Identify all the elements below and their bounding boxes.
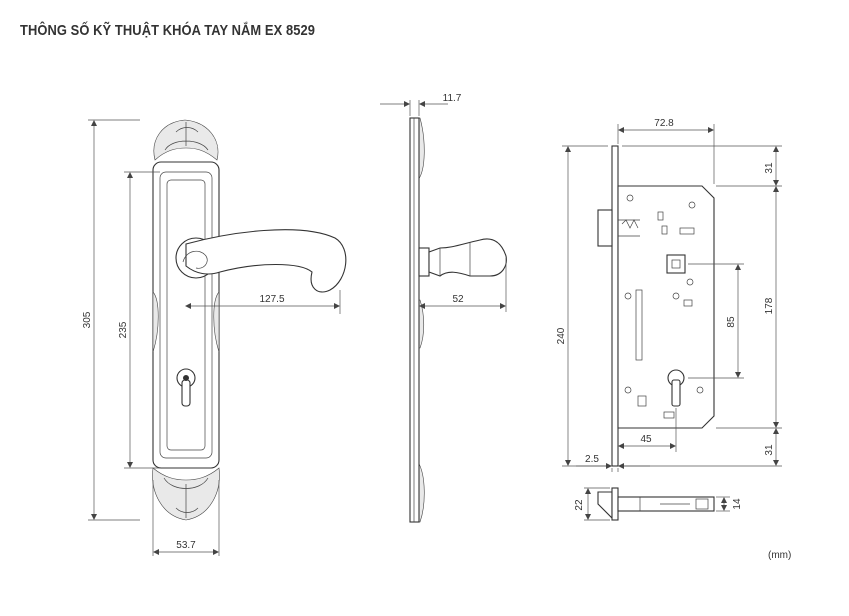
dim-faceplate-thickness: 2.5 — [585, 454, 599, 465]
bottom-view: 22 14 — [574, 487, 743, 521]
dim-cylinder-offset: 45 — [640, 434, 652, 445]
dim-backset-width: 72.8 — [654, 118, 674, 129]
dim-bottom-margin: 31 — [764, 444, 775, 456]
dim-handle-length: 127.5 — [259, 294, 284, 305]
unit-note: (mm) — [768, 550, 791, 561]
dim-handle-projection: 52 — [452, 294, 464, 305]
dim-body-thickness: 14 — [732, 498, 743, 510]
dim-top-margin: 31 — [764, 162, 775, 174]
dim-lock-height-total: 240 — [556, 327, 567, 344]
dim-plate-width: 53.7 — [176, 540, 196, 551]
front-view: 305 235 127.5 53.7 — [82, 119, 347, 556]
dim-height-total: 305 — [82, 311, 93, 328]
dim-center-distance: 85 — [726, 316, 737, 328]
dim-lock-height-inner: 178 — [764, 297, 775, 314]
dim-hole-spacing: 235 — [118, 321, 129, 338]
side-view: 11.7 52 — [380, 93, 507, 523]
dim-latch-height: 22 — [574, 499, 585, 511]
lock-body-view: 72.8 240 31 178 31 85 45 2.5 — [556, 118, 782, 472]
dim-plate-thickness: 11.7 — [443, 93, 462, 104]
page-title: THÔNG SỐ KỸ THUẬT KHÓA TAY NẮM EX 8529 — [20, 22, 316, 39]
